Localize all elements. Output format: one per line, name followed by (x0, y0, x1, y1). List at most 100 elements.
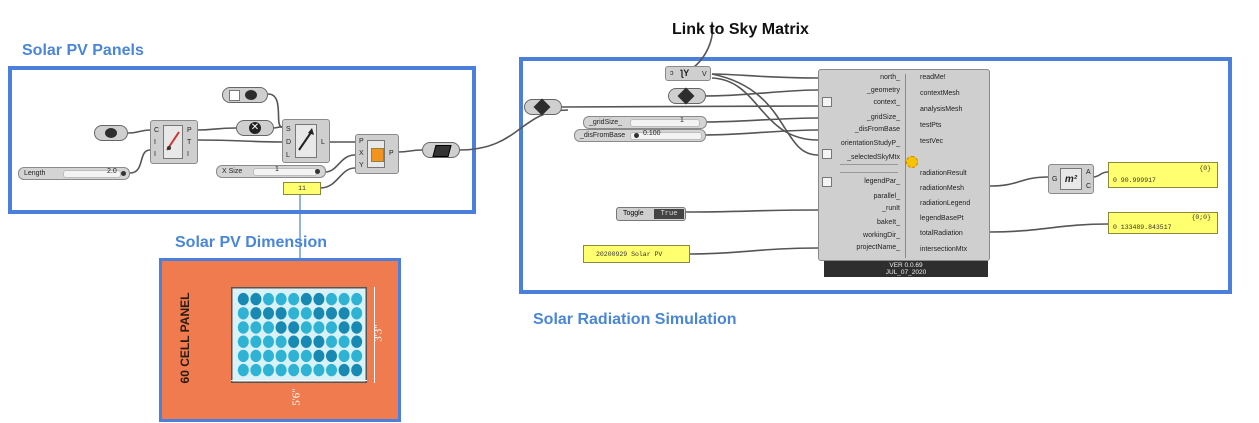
expander-icon[interactable] (822, 149, 832, 159)
pv-cell (288, 321, 300, 334)
port-input[interactable]: L (286, 152, 290, 159)
port-input[interactable]: I (154, 139, 156, 146)
main-output-port[interactable]: totalRadiation (920, 230, 963, 237)
pv-cell (237, 363, 249, 377)
port-input[interactable]: I (154, 151, 156, 158)
sky-matrix-param[interactable]: ↄ ƪY V (665, 66, 711, 81)
grid-size-slider-value: 1 (680, 117, 684, 124)
slider-grip-icon[interactable] (121, 171, 126, 176)
pv-cell (275, 292, 287, 306)
main-input-port[interactable]: parallel_ (873, 193, 900, 200)
slider-grip-icon[interactable] (315, 169, 320, 174)
port-input[interactable]: X (359, 150, 364, 157)
main-input-port[interactable]: north_ (880, 74, 900, 81)
dist-slider-value: 0.100 (643, 130, 661, 137)
slider-track[interactable] (630, 119, 700, 127)
main-output-port[interactable]: intersectionMtx (920, 246, 968, 253)
main-input-port[interactable]: _selectedSkyMtx (847, 154, 900, 161)
main-input-port[interactable]: projectName_ (856, 244, 900, 251)
pv-cell (275, 349, 287, 363)
dist-slider-label: _disFromBase (580, 132, 626, 139)
pv-cell (288, 363, 300, 377)
run-toggle[interactable]: Toggle True (616, 207, 686, 221)
grid-size-slider-label: _gridSize_ (589, 119, 623, 126)
port-output[interactable]: T (187, 139, 192, 146)
pv-cell (288, 292, 300, 306)
port-input[interactable]: C (154, 127, 160, 134)
x-size-slider[interactable]: X Size 1 (216, 165, 326, 178)
pv-cell (237, 335, 249, 348)
main-input-port[interactable]: _gridSize_ (866, 114, 900, 121)
context-param-node[interactable] (668, 87, 706, 105)
main-output-port[interactable]: legendBasePt (920, 215, 964, 222)
port-input[interactable]: S (286, 126, 291, 133)
slider-track[interactable] (630, 132, 702, 140)
length-slider[interactable]: Length 2.0 (18, 167, 130, 180)
main-input-port[interactable]: _runIt (882, 205, 900, 212)
main-output-port[interactable]: contextMesh (920, 90, 960, 97)
pv-cell (237, 307, 249, 320)
main-input-port[interactable]: _geometry (866, 87, 900, 94)
port-separator (840, 164, 898, 165)
main-output-port[interactable]: readMe! (920, 74, 946, 81)
pv-cell (351, 307, 363, 320)
slider-track[interactable] (253, 168, 317, 176)
x-param-node[interactable]: ✕ (236, 120, 274, 136)
port-input[interactable]: D (286, 139, 292, 146)
component-center-divider (905, 74, 906, 258)
main-output-port[interactable]: radiationLegend (920, 200, 971, 207)
geometry-param-node[interactable] (524, 98, 562, 116)
area-component[interactable]: G m² A C (1048, 164, 1094, 194)
main-output-port[interactable]: radiationMesh (920, 185, 964, 192)
area-symbol: m² (1064, 174, 1078, 185)
count-panel[interactable]: 11 (283, 182, 321, 195)
pv-cell (288, 307, 300, 320)
move-icon (295, 124, 317, 158)
port-input[interactable]: Y (359, 162, 364, 169)
pv-cell (313, 335, 325, 348)
solar-pv-dimension-title: Solar PV Dimension (175, 234, 328, 251)
pv-cell (237, 292, 249, 306)
main-input-port[interactable]: context_ (873, 99, 900, 106)
main-output-port[interactable]: radiationResult (920, 170, 967, 177)
port-output[interactable]: L (321, 139, 325, 146)
pv-cell (313, 307, 325, 320)
param-arrow-icon (229, 90, 240, 101)
main-input-port[interactable]: bakeIt_ (877, 219, 900, 226)
pv-cell (263, 363, 274, 377)
slider-grip-icon[interactable] (634, 133, 639, 138)
slider-track[interactable] (63, 170, 121, 178)
area-panel[interactable]: {0} 0 90.999917 (1108, 162, 1218, 188)
expander-icon[interactable] (822, 177, 832, 187)
toggle-value[interactable]: True (654, 209, 684, 219)
main-output-port[interactable]: analysisMesh (920, 106, 963, 113)
main-input-port[interactable]: orientationStudyP_ (840, 140, 900, 147)
main-input-port[interactable]: legendPar_ (864, 178, 900, 185)
main-input-port[interactable]: _disFromBase (854, 126, 900, 133)
expander-icon[interactable] (822, 97, 832, 107)
total-radiation-panel[interactable]: {0;0} 0 133489.843517 (1108, 212, 1218, 234)
port-output[interactable]: C (1086, 183, 1092, 190)
dist-from-base-slider[interactable]: _disFromBase 0.100 (574, 129, 706, 142)
project-name-panel[interactable]: 20200929 Solar PV (583, 245, 690, 263)
mesh-param-node[interactable] (422, 142, 460, 158)
main-output-port[interactable]: testPts (920, 122, 942, 129)
radiation-analysis-component[interactable] (818, 69, 990, 261)
port-output[interactable]: P (187, 127, 192, 134)
array-component[interactable]: P X Y P (355, 134, 399, 174)
pv-cell (351, 335, 363, 348)
port-output[interactable]: I (187, 151, 189, 158)
port-input[interactable]: P (359, 138, 364, 145)
grid-size-slider[interactable]: _gridSize_ 1 (583, 116, 707, 129)
point-param-node[interactable] (94, 125, 128, 141)
pv-cell (250, 292, 262, 306)
port-input[interactable]: G (1052, 176, 1058, 183)
main-output-port[interactable]: testVec (920, 138, 943, 145)
port-output[interactable]: A (1086, 169, 1091, 176)
main-input-port[interactable]: workingDir_ (863, 232, 900, 239)
rectangle-component[interactable]: C I I P T I (150, 120, 198, 164)
curve-param-node[interactable] (222, 87, 268, 103)
pv-cell (250, 335, 262, 348)
port-output[interactable]: P (389, 150, 394, 157)
move-component[interactable]: S D L L (282, 119, 330, 163)
